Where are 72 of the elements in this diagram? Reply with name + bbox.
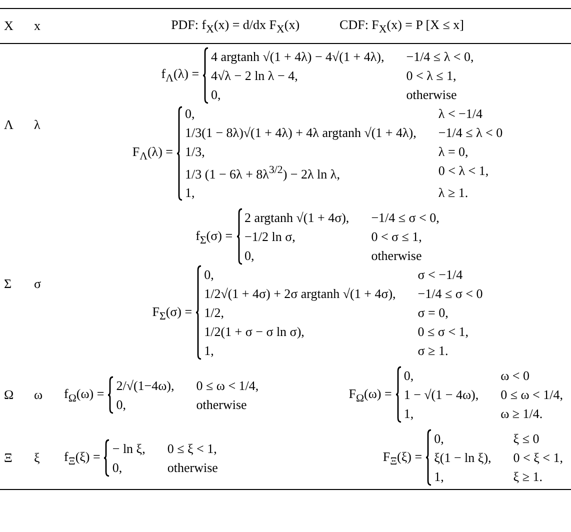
case-expression: 1/3 (1 − 6λ + 8λ$^{3/2}$) − 2λ ln λ,: [185, 163, 341, 184]
case-condition: 0 < σ ≤ 1,: [371, 228, 423, 246]
case-expression: 1,: [185, 184, 196, 202]
case-expression: ξ(1 − ln ξ),: [434, 449, 492, 468]
case-expression: 1,: [434, 468, 445, 486]
case-expression: 0,: [244, 247, 256, 266]
case-condition: −1/4 ≤ σ < 0,: [371, 209, 440, 228]
case-expression: 4 argtanh √(1 + 4λ) − 4√(1 + 4λ),: [211, 48, 384, 66]
case-expression: 2/√(1−4ω),: [116, 376, 174, 395]
formula-lhs: f$_{Σ}$(σ) =: [196, 228, 233, 246]
case-expression: 0,: [204, 266, 215, 284]
formula-lhs: F$_{Λ}$(λ) =: [132, 144, 173, 162]
case-condition: otherwise: [371, 247, 423, 266]
case-expression: 0,: [211, 86, 222, 104]
case-condition: 0 ≤ σ < 1,: [418, 323, 470, 342]
case-expression: 1/2(1 + σ − σ ln σ),: [204, 323, 306, 342]
formula-lhs: f$_{Ω}$(ω) =: [64, 386, 104, 404]
case-expression: 0,: [404, 367, 415, 386]
case-condition: otherwise: [167, 458, 218, 477]
formula-lhs: F$_{Ω}$(ω) =: [348, 386, 392, 404]
case-expression: − ln ξ,: [112, 440, 146, 458]
formula-lhs: f$_{Ξ}$(ξ) =: [64, 448, 100, 468]
case-expression: 1,: [404, 405, 415, 424]
case-expression: 1/2√(1 + 4σ) + 2σ argtanh √(1 + 4σ),: [204, 285, 396, 304]
case-condition: ω < 0: [500, 367, 530, 386]
case-expression: 0,: [185, 105, 196, 123]
formula-lhs: F$_{Ξ}$(ξ) =: [382, 448, 422, 468]
random-variable-symbol: Ξ: [4, 450, 12, 465]
case-condition: ω ≥ 1/4.: [500, 405, 544, 424]
column-header: x: [34, 18, 40, 33]
case-condition: λ < −1/4: [438, 105, 484, 123]
case-condition: σ ≥ 1.: [418, 342, 450, 360]
case-condition: −1/4 ≤ λ < 0,: [406, 48, 474, 66]
case-expression: 1/3(1 − 8λ)√(1 + 4λ) + 4λ argtanh √(1 + 4λ),: [185, 124, 416, 142]
formula-lhs: F$_{Σ}$(σ) =: [152, 304, 192, 322]
case-condition: σ < −1/4: [418, 266, 464, 284]
case-condition: 0 < ξ < 1,: [513, 449, 563, 468]
case-condition: otherwise: [196, 396, 248, 414]
variable-name: ω: [34, 386, 43, 402]
case-condition: −1/4 ≤ σ < 0: [418, 285, 483, 304]
case-condition: 0 ≤ ω < 1/4,: [196, 376, 259, 395]
case-condition: ξ ≤ 0: [513, 430, 540, 448]
variable-name: ξ: [34, 450, 40, 465]
case-condition: 0 ≤ ξ < 1,: [167, 440, 218, 458]
case-expression: 2 argtanh √(1 + 4σ),: [244, 209, 350, 228]
case-condition: otherwise: [406, 86, 458, 104]
formula-lhs: f$_{Λ}$(λ) =: [161, 66, 200, 85]
variable-name: σ: [34, 276, 42, 292]
random-variable-symbol: Λ: [4, 116, 14, 132]
case-expression: 0,: [116, 396, 127, 414]
case-expression: 1/2,: [204, 304, 225, 322]
column-header: CDF: F$_{X}$(x) = P [X ≤ x]: [340, 16, 464, 36]
column-header: PDF: f$_{X}$(x) = d/dx F$_{X}$(x): [171, 16, 300, 36]
case-expression: −1/2 ln σ,: [244, 228, 296, 246]
case-condition: λ ≥ 1.: [438, 184, 470, 202]
case-condition: σ = 0,: [418, 304, 450, 322]
random-variable-symbol: Ω: [4, 386, 14, 402]
case-condition: ξ ≥ 1.: [513, 468, 544, 486]
column-header: X: [4, 18, 14, 33]
case-condition: −1/4 ≤ λ < 0: [438, 124, 503, 142]
case-expression: 1 − √(1 − 4ω),: [404, 386, 479, 404]
case-expression: 4√λ − 2 ln λ − 4,: [211, 67, 299, 85]
case-expression: 1,: [204, 342, 215, 360]
random-variable-symbol: Σ: [4, 276, 12, 292]
variable-name: λ: [34, 116, 40, 132]
case-condition: 0 < λ ≤ 1,: [406, 67, 458, 85]
case-expression: 0,: [112, 458, 124, 477]
case-condition: 0 < λ < 1,: [438, 162, 490, 180]
case-expression: 1/3,: [185, 143, 206, 161]
case-condition: λ = 0,: [438, 143, 470, 161]
case-expression: 0,: [434, 430, 445, 448]
case-condition: 0 ≤ ω < 1/4,: [500, 386, 563, 404]
